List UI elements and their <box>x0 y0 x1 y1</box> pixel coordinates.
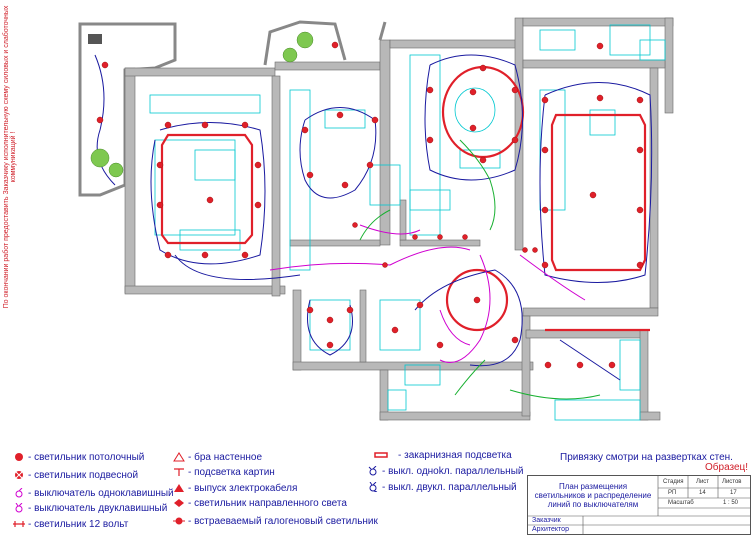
sample-stamp: Образец! <box>705 462 749 473</box>
title-block: План размещения светильников и распредел… <box>527 475 751 535</box>
sheets-header: Листов <box>722 479 742 485</box>
cable-outlet-icon <box>174 484 184 493</box>
legend-cable: - выпуск злектрокабеля <box>172 483 297 494</box>
side-note: По окончании работ предоставить Заказчик… <box>3 5 17 309</box>
legend-directional: - светильник направленного света <box>172 498 347 509</box>
legend-pendant: - светильник подвесной <box>12 470 138 481</box>
light-points <box>96 41 644 369</box>
legend-par1: - выкл. одноkл. параллельный <box>366 466 523 477</box>
cornice-lights <box>160 65 650 332</box>
legend-label: - встраеваемый галогеновый светильник <box>188 516 378 527</box>
sheet-value: 14 <box>699 490 706 496</box>
chair-icon <box>88 34 102 44</box>
legend-picture: - подсветка картин <box>172 467 275 478</box>
legend-label: - выкл. двукл. параллельный <box>382 482 517 493</box>
legend-halogen: - встраеваемый галогеновый светильник <box>172 516 378 527</box>
legend-sconce: - бра настенное <box>172 452 262 463</box>
parallel-single-switch-icon <box>368 466 377 476</box>
stage-header: Стадия <box>663 479 684 485</box>
single-switch-icon <box>15 488 23 498</box>
furniture <box>149 24 666 421</box>
plants <box>90 31 314 178</box>
legend-label: - выключатель одноклавишный <box>28 488 174 499</box>
directional-light-icon <box>174 499 184 508</box>
sheets-value: 17 <box>730 490 737 496</box>
legend-label: - бра настенное <box>188 452 263 463</box>
bay-window <box>263 20 347 66</box>
stage-value: РП <box>668 490 677 496</box>
legend-par2: - выкл. двукл. параллельный <box>366 482 517 493</box>
binding-note: Привязку смотри на развертках стен. <box>560 452 733 463</box>
legend-label: - светильник направленного света <box>188 498 347 509</box>
customer-label: Заказчик <box>532 517 561 524</box>
legend-12v: - светильник 12 вольт <box>12 519 128 530</box>
scale-value: 1 : 50 <box>723 500 739 506</box>
scale-label: Масштаб <box>668 500 694 506</box>
title-block-grid <box>528 476 750 534</box>
legend-switch2: - выключатель двуклавишный <box>12 503 167 514</box>
legend-label: - светильник 12 вольт <box>28 519 129 530</box>
walls <box>78 17 674 421</box>
picture-light-icon <box>174 468 184 477</box>
ceiling-light-icon <box>15 453 23 462</box>
legend-label: - светильник потолочный <box>28 452 145 463</box>
parallel-double-switch-icon <box>369 482 378 493</box>
wiring-magenta <box>269 224 586 363</box>
wiring-blue <box>94 54 653 381</box>
legend-label: - подсветка картин <box>188 467 275 478</box>
legend-ceiling: - светильник потолочный <box>12 452 144 463</box>
legend-label: - светильник подвесной <box>28 470 139 481</box>
legend-label: - выпуск злектрокабеля <box>188 483 298 494</box>
sconce-icon <box>173 452 185 462</box>
12v-light-icon <box>13 521 25 528</box>
legend-label: - выкл. одноkл. параллельный <box>382 466 524 477</box>
wiring-green <box>359 139 601 400</box>
double-switch-icon <box>15 503 23 513</box>
legend-cornice: - закарнизная подсветка <box>366 450 512 461</box>
legend-label: - выключатель двуклавишный <box>28 503 168 514</box>
pendant-light-icon <box>15 471 23 480</box>
legend-label: - закарнизная подсветка <box>398 450 512 461</box>
legend-switch1: - выключатель одноклавишный <box>12 488 174 499</box>
halogen-light-icon <box>173 517 185 525</box>
cornice-light-icon <box>374 452 388 459</box>
drawing-title: План размещения светильников и распредел… <box>534 482 652 509</box>
architect-label: Архитектор <box>532 526 569 533</box>
sheet-header: Лист <box>696 479 710 485</box>
